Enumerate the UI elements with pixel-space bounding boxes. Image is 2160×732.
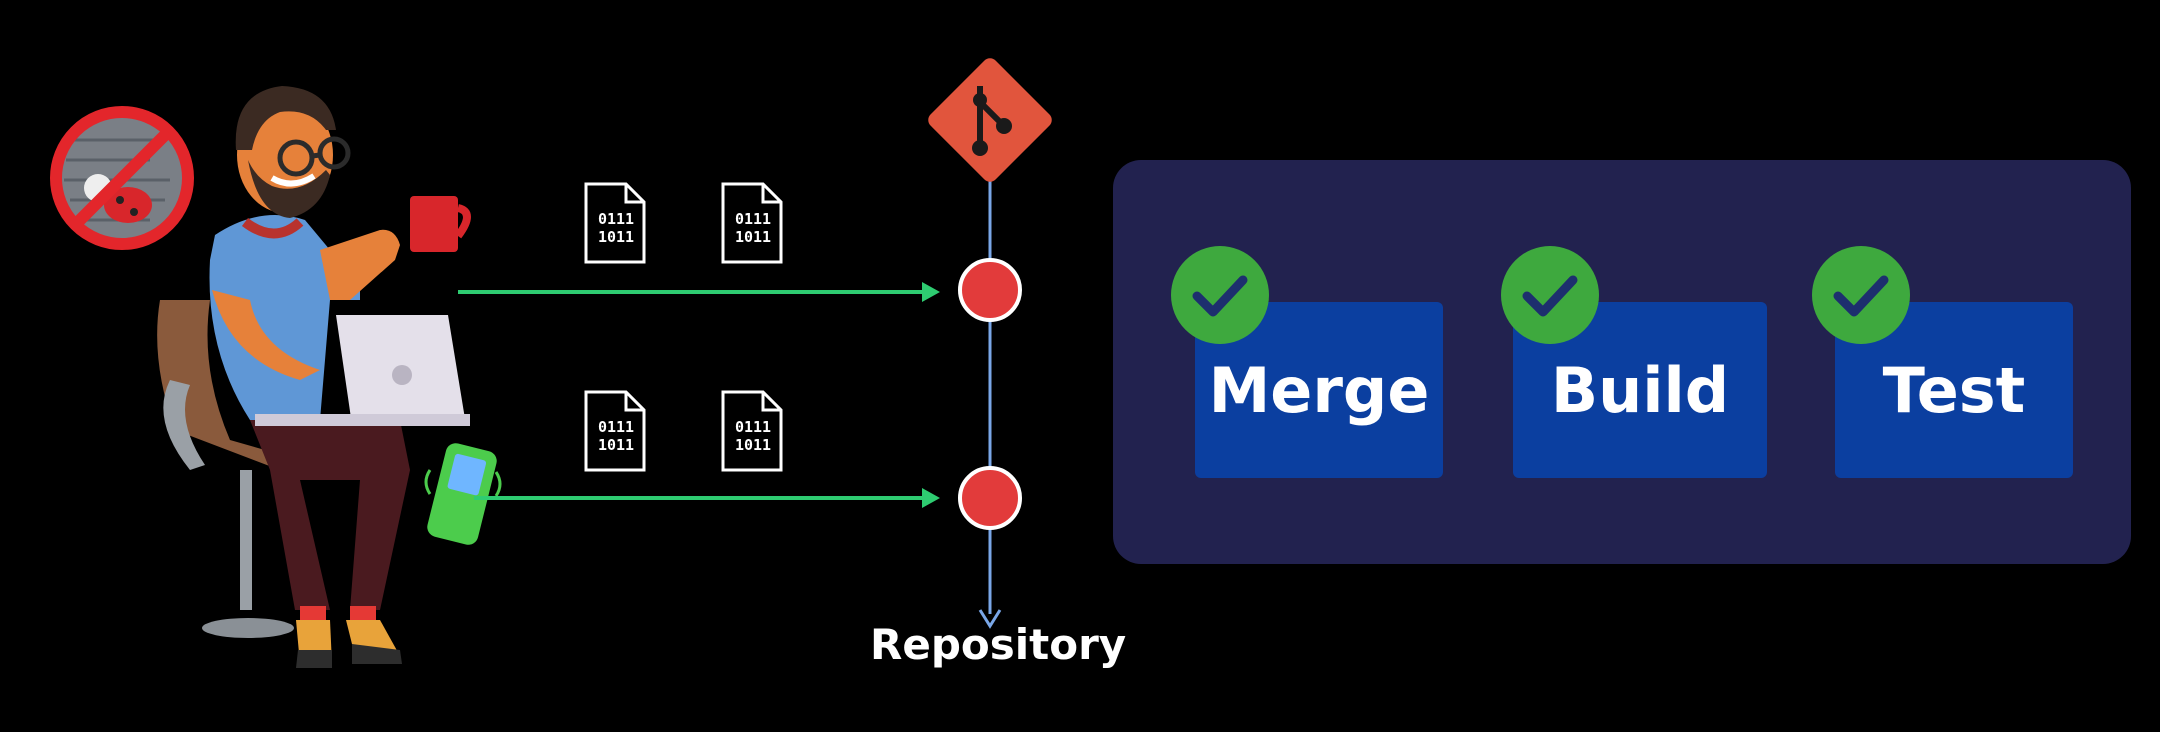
file-bits: 0111 1011 bbox=[597, 210, 635, 246]
commit-arrow-2 bbox=[474, 488, 940, 508]
stage-label: Test bbox=[1882, 353, 2026, 427]
check-icon bbox=[1501, 246, 1599, 344]
file-2: 0111 1011 bbox=[723, 184, 783, 264]
binary-file-icon bbox=[721, 182, 783, 264]
phone-icon bbox=[424, 443, 502, 545]
file-4: 0111 1011 bbox=[723, 392, 783, 472]
stage-label: Merge bbox=[1208, 353, 1430, 427]
file-3: 0111 1011 bbox=[586, 392, 646, 472]
file-bits: 0111 1011 bbox=[734, 210, 772, 246]
developer-illustration bbox=[157, 86, 471, 668]
commit-node-2 bbox=[958, 466, 1022, 530]
commit-arrow-1 bbox=[458, 282, 940, 302]
timeline-arrowhead bbox=[978, 609, 1002, 629]
file-bits: 0111 1011 bbox=[734, 418, 772, 454]
check-icon bbox=[1812, 246, 1910, 344]
check-icon bbox=[1171, 246, 1269, 344]
binary-file-icon bbox=[721, 390, 783, 472]
repository-label: Repository bbox=[870, 620, 1127, 669]
file-bits: 0111 1011 bbox=[597, 418, 635, 454]
binary-file-icon bbox=[584, 390, 646, 472]
binary-file-icon bbox=[584, 182, 646, 264]
file-1: 0111 1011 bbox=[586, 184, 646, 264]
no-bugs-icon bbox=[50, 106, 194, 250]
ci-pipeline-panel: Merge Build Test bbox=[1113, 160, 2131, 564]
commit-node-1 bbox=[958, 258, 1022, 322]
git-logo-icon bbox=[928, 58, 1052, 182]
stage-label: Build bbox=[1550, 353, 1730, 427]
